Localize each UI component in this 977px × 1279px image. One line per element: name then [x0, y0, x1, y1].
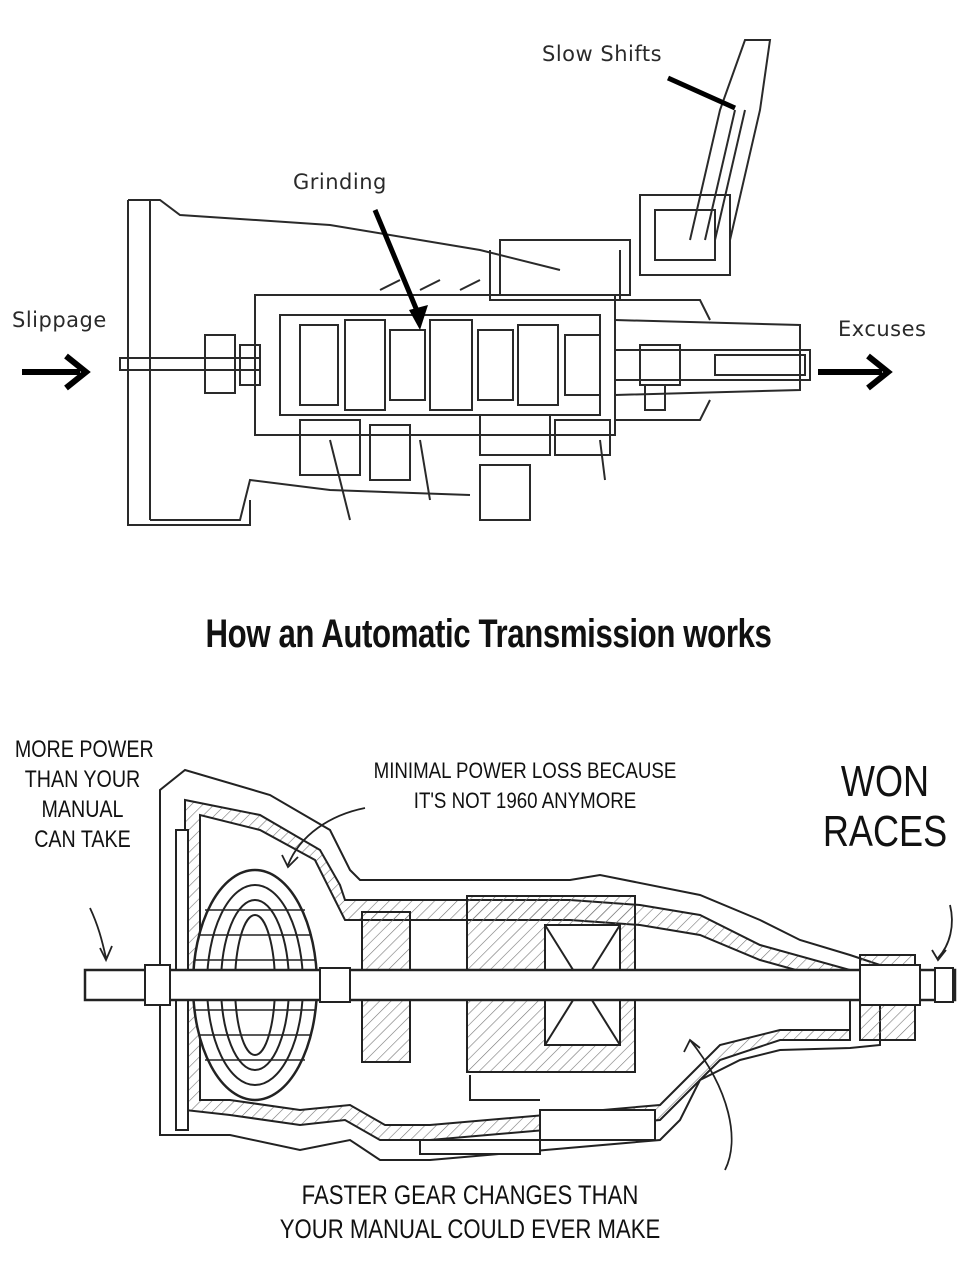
excuses-arrow-icon	[818, 353, 893, 391]
more-power-label: MORE POWER THAN YOUR MANUAL CAN TAKE	[14, 735, 154, 855]
more-power-line-2: THAN YOUR	[24, 766, 141, 793]
slippage-label: Slippage	[12, 308, 107, 332]
manual-transmission-drawing	[22, 39, 893, 526]
slow-shifts-label: Slow Shifts	[542, 42, 663, 66]
minimal-power-loss-label: MINIMAL POWER LOSS BECAUSE IT'S NOT 1960…	[359, 756, 691, 816]
faster-gear-line-2: YOUR MANUAL COULD EVER MAKE	[279, 1214, 661, 1244]
page-title: How an Automatic Transmission works	[205, 612, 772, 656]
won-races-line-1: WON	[840, 757, 930, 806]
more-power-line-3: MANUAL	[41, 796, 124, 823]
excuses-label: Excuses	[838, 317, 927, 341]
faster-gear-line-1: FASTER GEAR CHANGES THAN	[301, 1180, 639, 1210]
grinding-label: Grinding	[293, 170, 387, 194]
won-races-label: WON RACES	[815, 757, 954, 857]
faster-gear-changes-label: FASTER GEAR CHANGES THAN YOUR MANUAL COU…	[273, 1178, 667, 1246]
minimal-loss-line-1: MINIMAL POWER LOSS BECAUSE	[373, 758, 677, 783]
slippage-arrow-icon	[22, 353, 91, 391]
more-power-line-1: MORE POWER	[14, 736, 154, 763]
more-power-line-4: CAN TAKE	[34, 826, 131, 853]
won-races-line-2: RACES	[822, 807, 948, 856]
minimal-loss-line-2: IT'S NOT 1960 ANYMORE	[413, 788, 637, 813]
